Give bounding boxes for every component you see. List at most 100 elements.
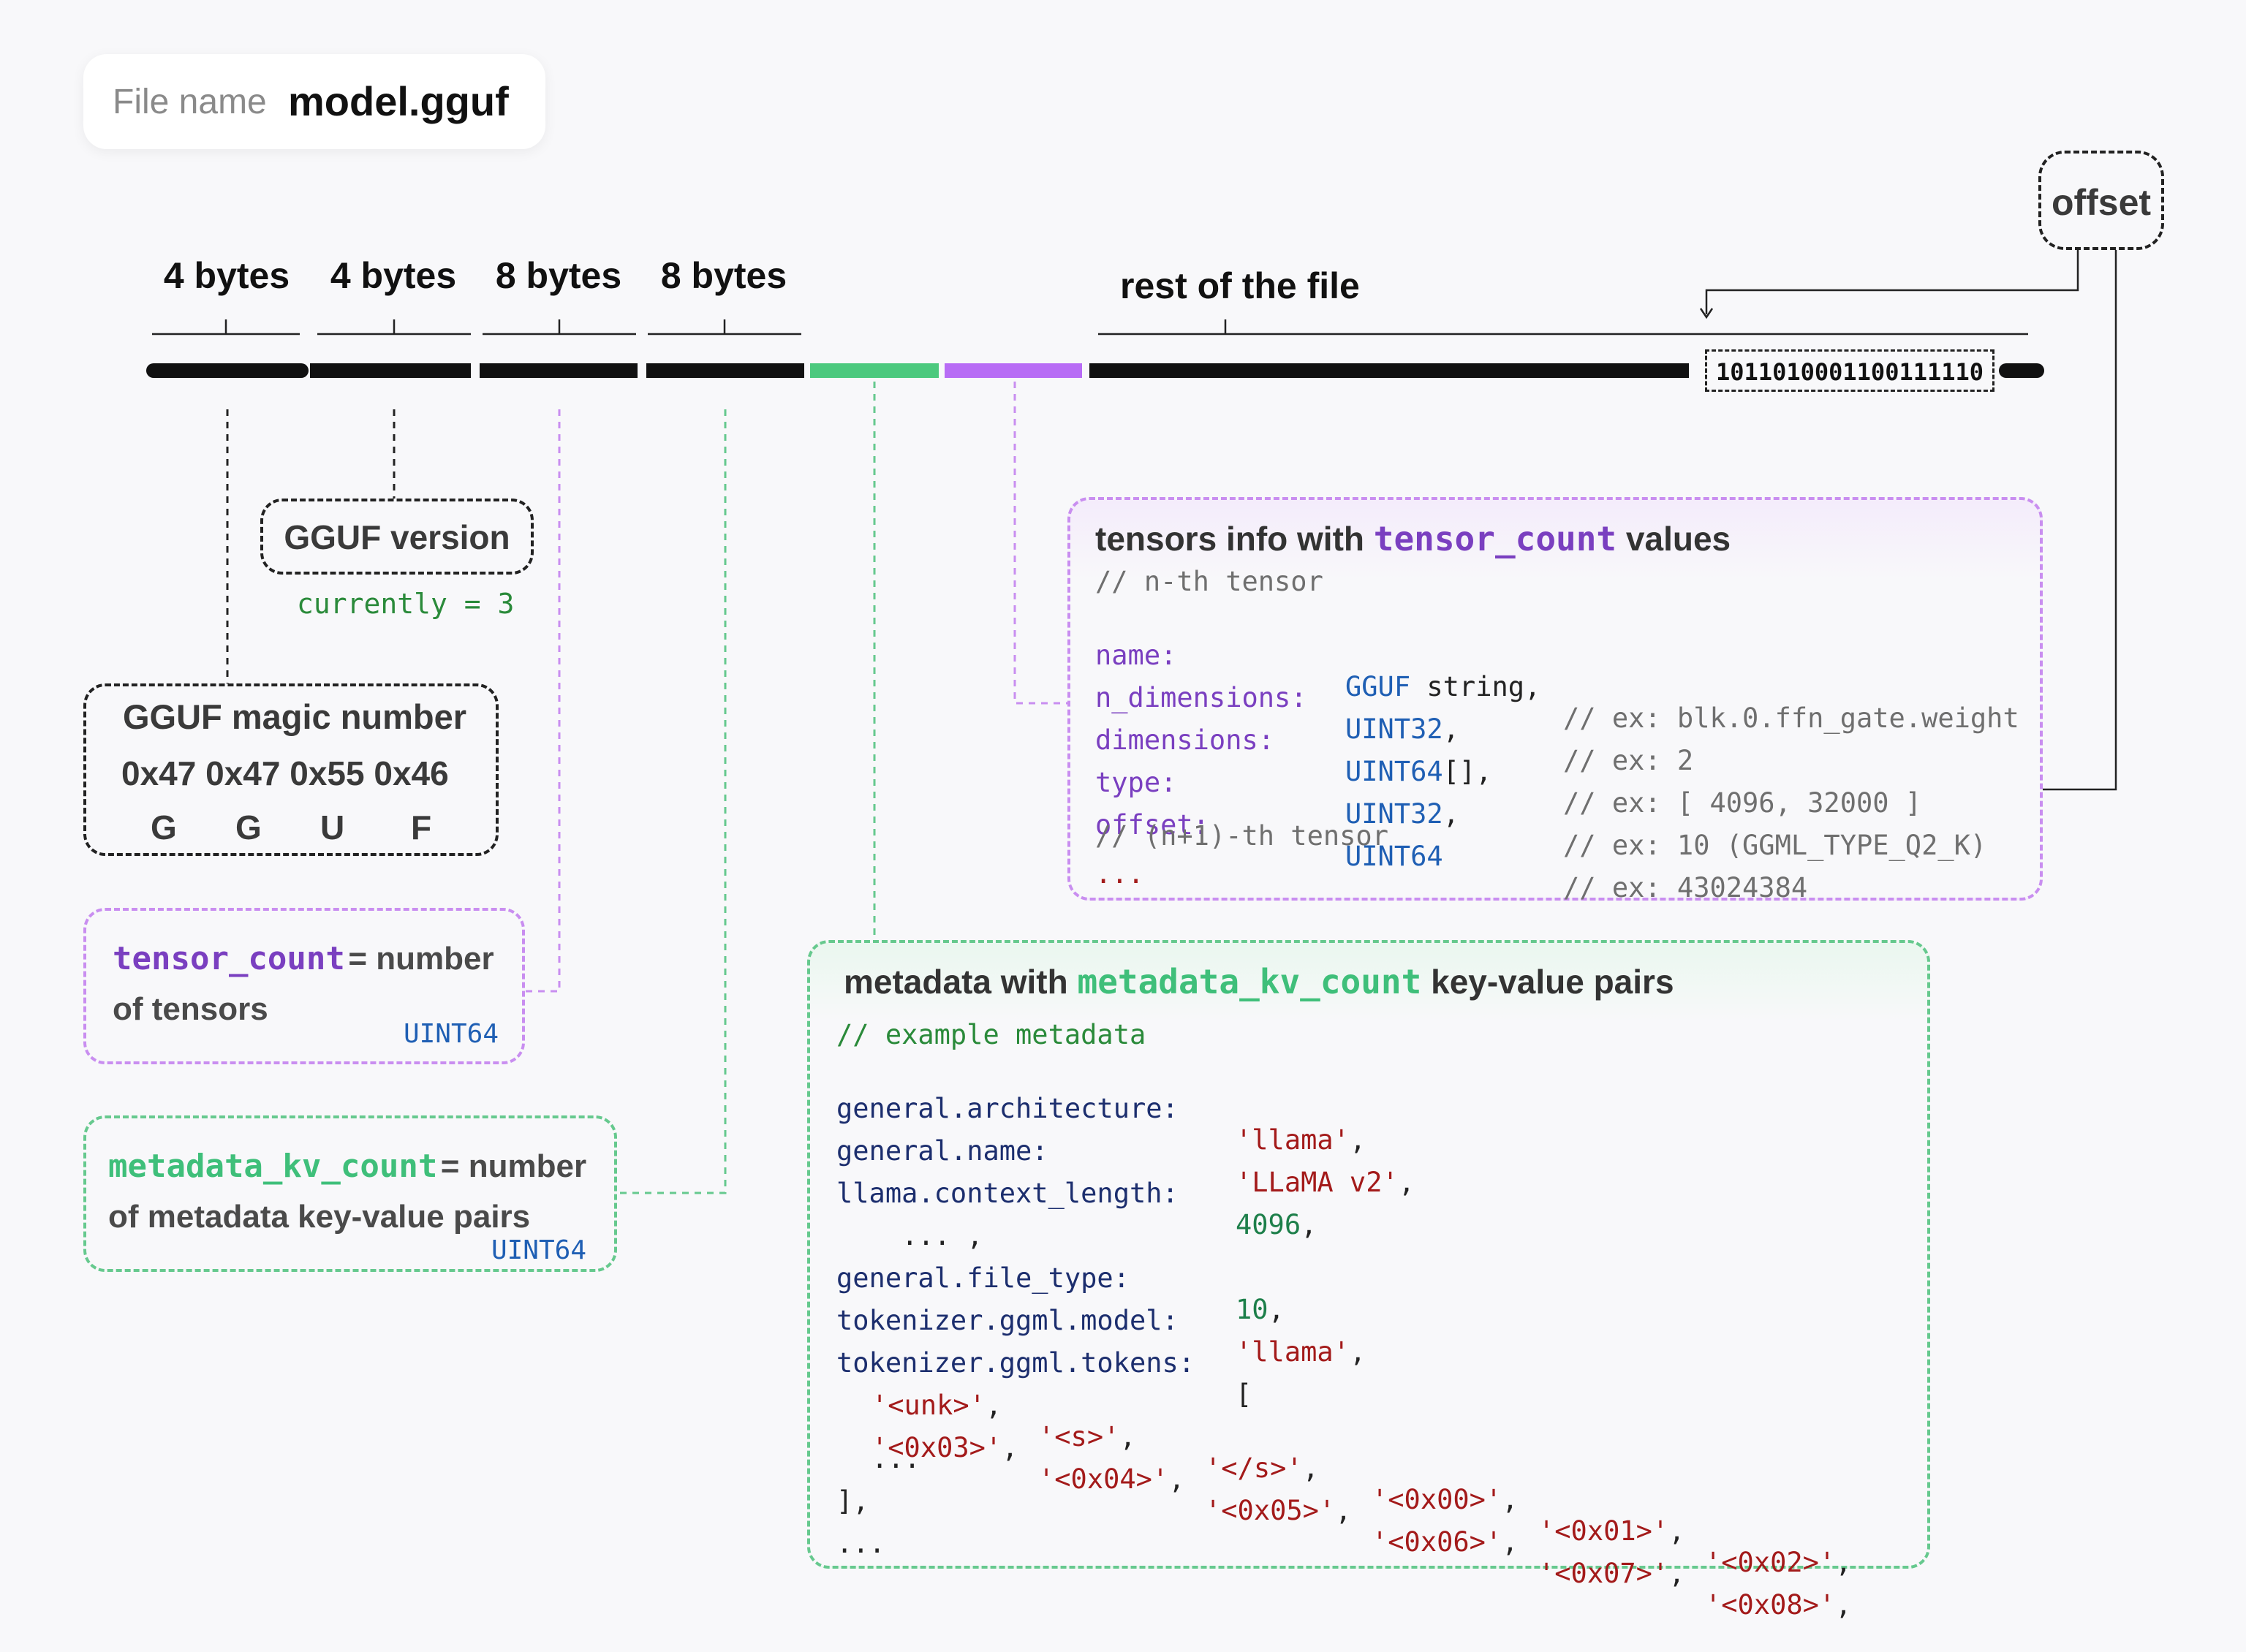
metadata-entry: llama.context_length: 4096, [836,1146,1918,1272]
magic-hex-2: 0x55 [290,754,365,792]
gguf-magic-title: GGUF magic number [123,697,467,736]
tensor-count-line1: tensor_count = number [113,940,494,977]
tensor-field-comment: // ex: [ 4096, 32000 ] [1563,787,1922,819]
tensor-field-type-b: [], [1442,756,1492,787]
tensor-field-type: UINT64[], [1345,756,1491,787]
tensor-field-comment: // ex: 43024384 [1563,872,1808,903]
tokens-close: ], [836,1485,869,1517]
metadata-kv-count-desc2: of metadata key-value pairs [108,1199,531,1235]
tensor-field-type-a: UINT64 [1345,756,1443,787]
metadata-title-pre: metadata with [844,963,1068,1001]
tensor-field-comment: // ex: blk.0.ffn_gate.weight [1563,702,2019,734]
tensor-count-box: tensor_count = number of tensors UINT64 [83,908,525,1064]
bytes-label-metadata-kv-count: 8 bytes [660,255,787,296]
token-item: '<0x07>', [1538,1558,1685,1589]
tokens-row-2: '<0x03>', '<0x04>', '<0x05>', '<0x06>', … [871,1401,1910,1652]
bytes-label-version: 4 bytes [330,255,457,296]
token-item: '<0x08>', [1705,1589,1852,1621]
magic-letter-1: G [235,808,262,846]
tensor-count-desc2: of tensors [113,991,268,1027]
metadata-key: ... , [901,1220,983,1251]
tensor-field-type: GGUF string, [1345,671,1540,702]
metadata-ellipsis: ... [836,1528,885,1559]
token-item: '<s>', [1038,1421,1136,1452]
metadata-title-kw: metadata_kv_count [1077,962,1422,1001]
tensor-field-comment: // ex: 2 [1563,745,1694,776]
tensor-field-name: name: [1095,640,1177,671]
tensor-field-type-a: UINT32 [1345,798,1443,830]
tensor-count-name: tensor_count [113,940,345,977]
metadata-tail: , [1349,1124,1366,1156]
metadata-value: 'llama' [1236,1336,1350,1368]
bracket-version [317,319,471,336]
tensor-field-type: UINT32, [1345,798,1459,830]
byte-brackets [152,319,2028,336]
tensor-field-type: UINT64 [1345,841,1443,872]
metadata-entry: ... , [836,1189,983,1283]
metadata-key: tokenizer.ggml.model: [836,1305,1179,1336]
tensor-field-name: dimensions: [1095,724,1275,756]
metadata-value-wrap: 'llama', [1236,1124,1366,1156]
token-value: '<0x00>' [1372,1484,1502,1515]
tensor-field-name: type: [1095,767,1177,798]
tensor-field-row: offset: UINT64 // ex: 43024384 [1095,778,2038,935]
magic-letter-3: F [411,808,432,846]
connectors [226,382,1067,1194]
tensor-field-row: name: GGUF string, // ex: blk.0.ffn_gate… [1095,608,2038,765]
token-item: '<0x06>', [1372,1526,1519,1558]
bracket-magic [152,319,300,336]
tensor-field-name: n_dimensions: [1095,682,1307,713]
token-item: '<0x00>', [1372,1484,1519,1515]
tokens-ellipsis: ... [871,1443,920,1474]
metadata-key: general.name: [836,1135,1048,1167]
file-name-card: File name model.gguf [83,54,545,149]
tensor-field-type-b: , [1442,713,1459,745]
tensors-info-box: tensors info with tensor_count values //… [1067,497,2043,903]
tensor-field-comment: // ex: 10 (GGML_TYPE_Q2_K) [1563,830,1987,861]
tensor-field-row: type: UINT32, // ex: 10 (GGML_TYPE_Q2_K) [1095,735,2038,893]
token-item: '<0x01>', [1538,1515,1685,1547]
offset-label: offset [2051,182,2152,223]
binary-value: 1011010001100111110 [1716,358,1984,386]
metadata-tail: , [1398,1167,1415,1198]
tensor-count-type: UINT64 [403,1019,499,1049]
metadata-title: metadata with metadata_kv_count key-valu… [844,962,1674,1001]
metadata-value: [ [1236,1379,1252,1410]
tensor-field-type-b: , [1442,798,1459,830]
bracket-tensor-count [483,319,636,336]
metadata-value: 10 [1236,1294,1268,1325]
token-item: '<0x02>', [1705,1547,1852,1578]
metadata-value-wrap: 'LLaMA v2', [1236,1167,1415,1198]
tensor-field-type-a: GGUF [1345,671,1411,702]
offset-pointer-arrow [1699,250,2079,319]
metadata-title-post: key-value pairs [1431,963,1674,1001]
magic-letter-2: U [320,808,345,846]
metadata-entry: tokenizer.ggml.model: 'llama', [836,1273,1918,1399]
magic-hex-3: 0x46 [374,754,449,792]
tensor-field-type-a: UINT64 [1345,841,1443,872]
magic-hex-0: 0x47 [121,754,197,792]
metadata-key: general.architecture: [836,1093,1179,1124]
token-value: '<s>' [1038,1421,1120,1452]
token-item: '<0x04>', [1038,1463,1185,1495]
metadata-value: 'LLaMA v2' [1236,1167,1399,1198]
connector-tensors-info [1013,382,1067,705]
gguf-version-title: GGUF version [284,518,510,556]
metadata-value-wrap: 4096, [1236,1209,1317,1240]
bytes-label-tensor-count: 8 bytes [495,255,622,296]
metadata-key: llama.context_length: [836,1178,1179,1209]
gguf-version-box: GGUF version [260,499,534,575]
tensor-field-type-a: UINT32 [1345,713,1443,745]
tensors-info-title-pre: tensors info with [1095,520,1364,558]
binary-value-box: 1011010001100111110 [1705,349,1994,392]
tensors-info-ellipsis: ... [1095,858,1144,890]
metadata-key: tokenizer.ggml.tokens: [836,1347,1195,1379]
offset-box: offset [2038,151,2164,250]
tensors-info-title-post: values [1625,520,1731,558]
metadata-entry: general.file_type: 10, [836,1231,1918,1357]
metadata-tail: , [1301,1209,1317,1240]
metadata-entry: general.architecture: 'llama', [836,1061,1918,1187]
token-value: '<0x02>' [1705,1547,1836,1578]
bracket-rest [1098,319,2028,336]
